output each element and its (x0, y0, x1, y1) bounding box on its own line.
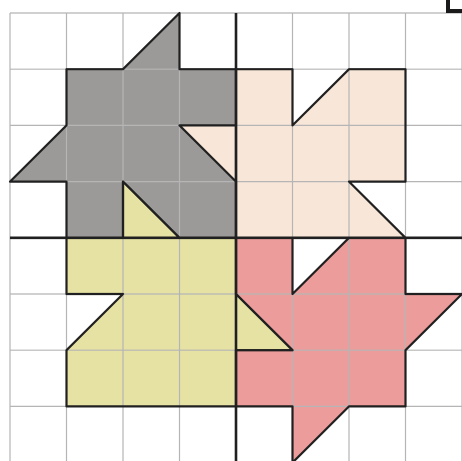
tangram-grid-diagram (0, 0, 462, 461)
